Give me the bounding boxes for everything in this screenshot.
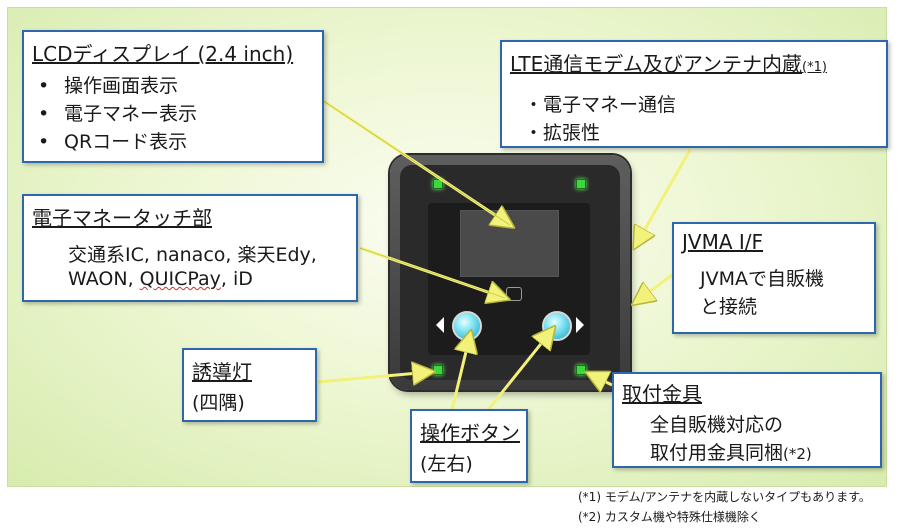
bracket-callout-box: 取付金具 全自販機対応の 取付用金具同梱(*2) [612,372,882,468]
button-title: 操作ボタン [420,421,520,445]
list-item: •操作画面表示 [38,75,179,97]
lte-title-row: LTE通信モデム及びアンテナ内蔵(*1) [510,48,827,77]
jvma-title: JVMA I/F [682,230,764,254]
arrow-button-right [486,330,552,411]
guide-led-top-right [576,179,586,189]
lcd-title: LCDディスプレイ (2.4 inch) [32,42,294,66]
lte-callout-box: LTE通信モデム及びアンテナ内蔵(*1) ・電子マネー通信 ・拡張性 [500,40,888,148]
footnote-2: (*2) カスタム機や特殊仕様機除く [578,510,761,524]
quicpay-text: QUICPay [139,268,221,290]
guide-light-sub: (四隅) [192,392,245,414]
arrow-jvma [636,273,673,302]
bracket-title: 取付金具 [622,382,702,406]
guide-led-bottom-right [576,365,586,375]
lcd-feature-list: •操作画面表示 •電子マネー表示 •QRコード表示 [24,72,197,156]
footnote-1: (*1) モデム/アンテナを内蔵しないタイプもあります。 [578,490,871,504]
bracket-line-1: 全自販機対応の [650,414,784,436]
jvma-line-1: JVMAで自販機 [700,268,824,290]
lte-item-2: ・拡張性 [524,122,601,144]
lte-title: LTE通信モデム及びアンテナ内蔵 [510,52,803,76]
guide-light-title: 誘導灯 [192,360,252,384]
guide-light-callout-box: 誘導灯 (四隅) [182,348,317,422]
arrow-button-left [450,335,470,411]
arrow-lte [636,149,692,245]
emoney-callout-box: 電子マネータッチ部 交通系IC, nanaco, 楽天Edy, WAON, QU… [22,194,358,302]
right-arrow-icon [576,317,584,333]
emoney-line-2: WAON, QUICPay, iD [68,268,253,290]
jvma-callout-box: JVMA I/F JVMAで自販機 と接続 [672,222,876,334]
lcd-callout-box: LCDディスプレイ (2.4 inch) •操作画面表示 •電子マネー表示 •Q… [22,30,324,163]
bracket-line-2-note: (*2) [783,445,812,463]
left-arrow-icon [436,317,444,333]
guide-led-top-left [433,179,443,189]
lte-item-1: ・電子マネー通信 [524,94,677,116]
button-sub: (左右) [420,453,473,475]
arrow-bracket [590,374,613,385]
lte-title-note: (*1) [802,60,827,75]
bracket-line-2-row: 取付用金具同梱(*2) [650,438,812,465]
arrow-guide-light [317,372,430,382]
jvma-line-2: と接続 [700,296,758,318]
bracket-line-2: 取付用金具同梱 [650,442,784,464]
list-item: •QRコード表示 [38,131,188,153]
button-callout-box: 操作ボタン (左右) [410,409,528,483]
list-item: •電子マネー表示 [38,103,198,125]
emoney-title: 電子マネータッチ部 [32,206,212,230]
emoney-line-1: 交通系IC, nanaco, 楽天Edy, [68,244,317,266]
